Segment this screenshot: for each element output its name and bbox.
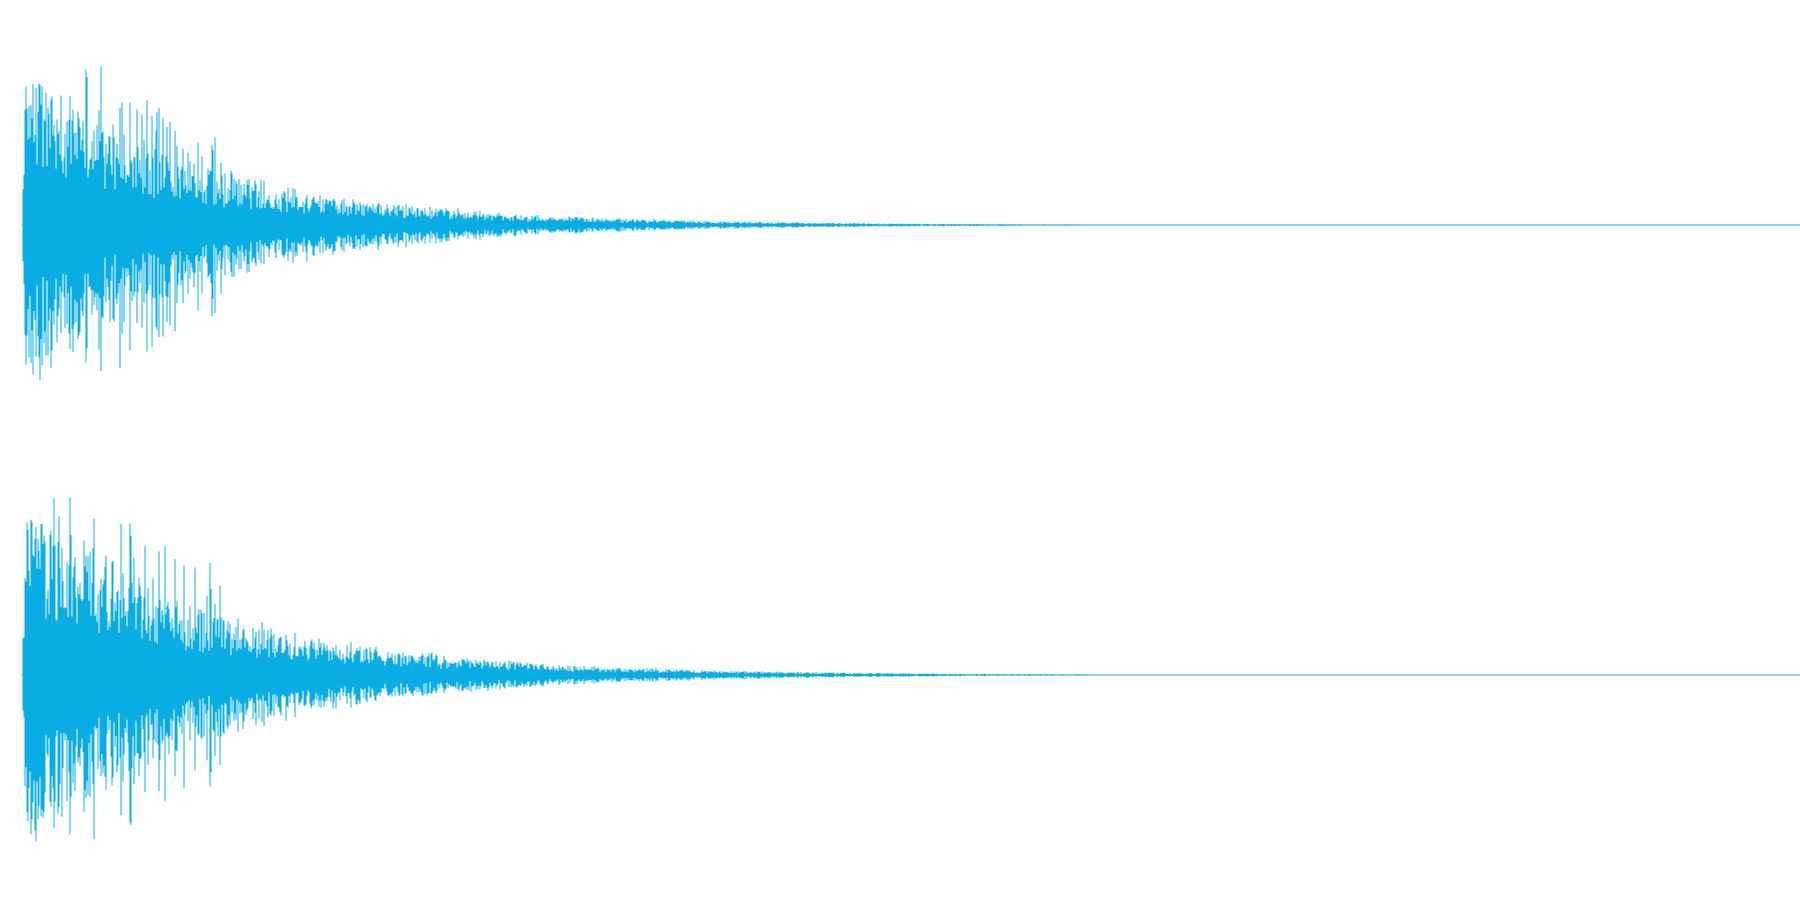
channel-2-waveform — [21, 497, 1800, 842]
channel-1-waveform — [21, 66, 1800, 381]
channel-1-envelope — [21, 66, 1090, 381]
channel-2-envelope — [21, 497, 1090, 842]
